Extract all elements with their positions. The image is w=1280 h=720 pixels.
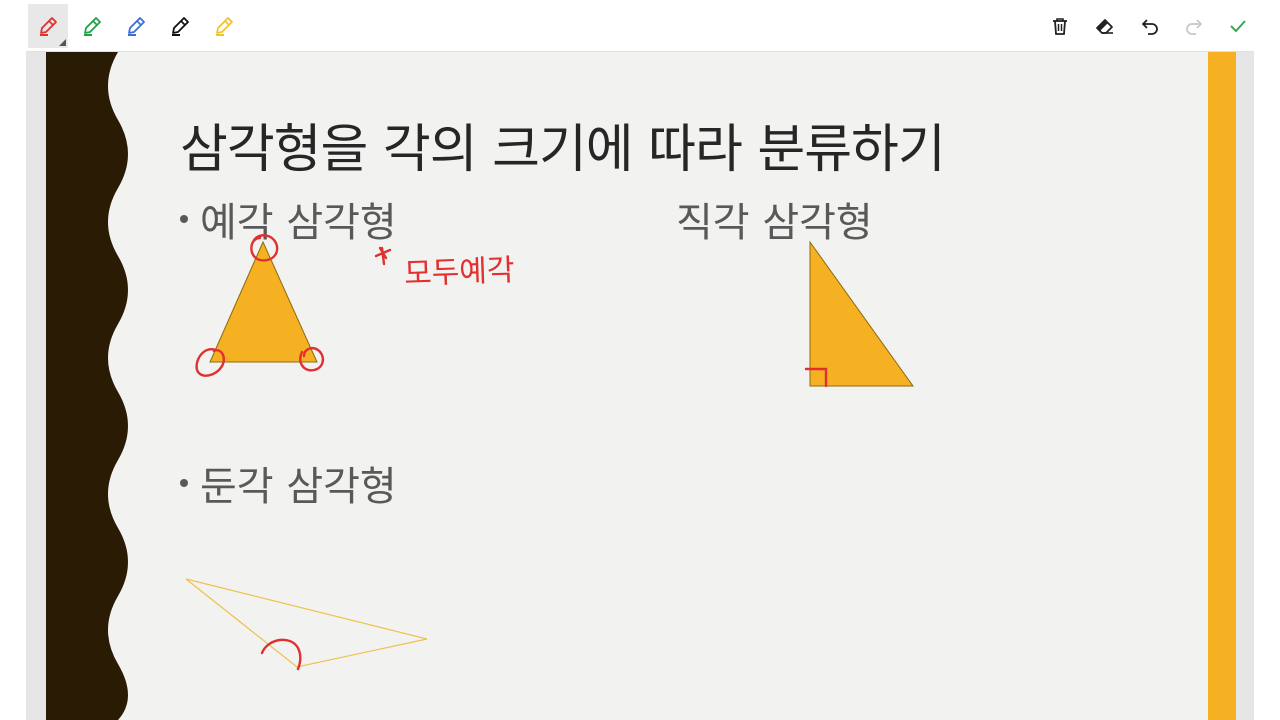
- acute-triangle-label: 예각 삼각형: [200, 200, 397, 246]
- done-button[interactable]: [1220, 8, 1256, 44]
- ink-annotations: [195, 234, 828, 671]
- acute-triangle: [209, 240, 318, 363]
- redo-button[interactable]: [1176, 8, 1212, 44]
- blue-pen-button[interactable]: [116, 4, 156, 48]
- right-triangle-label: 직각 삼각형: [676, 200, 873, 246]
- slide-title: 삼각형을 각의 크기에 따라 분류하기: [180, 120, 946, 180]
- black-pen-icon: [172, 17, 189, 36]
- selected-indicator: [59, 39, 66, 46]
- obtuse-triangle-heading: 둔각 삼각형: [180, 454, 397, 512]
- handwritten-note: 모두예각: [403, 253, 516, 292]
- eraser-icon: [1096, 19, 1113, 34]
- ink-circle-right: [299, 347, 325, 372]
- bullet: [180, 215, 188, 223]
- right-triangle: [809, 240, 914, 387]
- slide-decoration: [46, 52, 1236, 720]
- trash-icon: [1053, 18, 1067, 35]
- obtuse-triangle-label: 둔각 삼각형: [200, 464, 397, 510]
- slide-canvas[interactable]: 삼각형을 각의 크기에 따라 분류하기 예각 삼각형 직각 삼각형 둔각 삼각형: [46, 52, 1236, 720]
- accent-bar: [1208, 52, 1236, 720]
- left-margin: [0, 0, 26, 720]
- green-pen-icon: [84, 17, 101, 36]
- acute-triangle-heading: 예각 삼각형: [180, 190, 397, 248]
- right-margin: [1254, 0, 1280, 720]
- undo-icon: [1142, 19, 1158, 35]
- undo-button[interactable]: [1132, 8, 1168, 44]
- ink-circle-top: [250, 234, 279, 262]
- red-pen-button[interactable]: [28, 4, 68, 48]
- delete-button[interactable]: [1042, 8, 1078, 44]
- check-icon: [1230, 20, 1246, 32]
- obtuse-triangle: [185, 578, 428, 668]
- eraser-button[interactable]: [1087, 8, 1123, 44]
- redo-icon: [1186, 19, 1202, 35]
- wave-band: [46, 52, 128, 720]
- right-triangle-heading: 직각 삼각형: [676, 190, 873, 248]
- green-pen-button[interactable]: [72, 4, 112, 48]
- blue-pen-icon: [128, 17, 145, 36]
- ink-star: [374, 246, 392, 266]
- bullet: [180, 479, 188, 487]
- ink-obtuse-arc: [260, 638, 302, 671]
- annotation-toolbar: [26, 0, 1254, 52]
- black-pen-button[interactable]: [160, 4, 200, 48]
- yellow-highlighter-button[interactable]: [204, 4, 244, 48]
- yellow-highlighter-icon: [216, 17, 233, 36]
- red-pen-icon: [40, 17, 57, 36]
- slide-drawings: [185, 234, 914, 671]
- ink-circle-left: [195, 347, 225, 377]
- ink-right-angle-mark: [804, 367, 828, 388]
